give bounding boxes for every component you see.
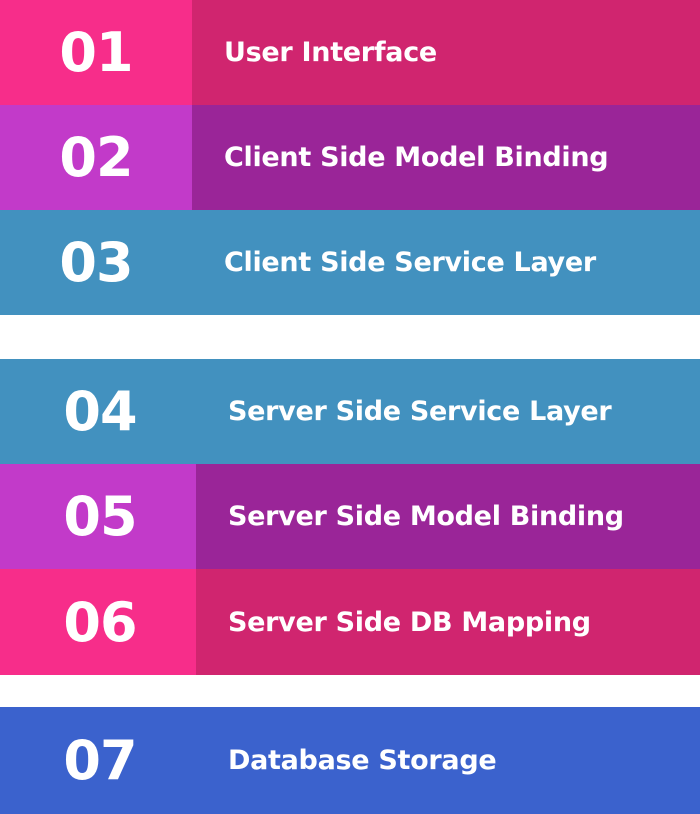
layer-label: Client Side Model Binding	[192, 105, 700, 210]
layer-label: Server Side Model Binding	[196, 464, 700, 569]
layer-row-3: 03 Client Side Service Layer	[0, 210, 700, 315]
layer-row-1: 01 User Interface	[0, 0, 700, 105]
layer-number: 05	[0, 464, 196, 569]
layer-number: 02	[0, 105, 192, 210]
layer-label: Database Storage	[196, 707, 700, 814]
layer-number: 04	[0, 359, 196, 464]
layer-number: 07	[0, 707, 196, 814]
layer-row-5: 05 Server Side Model Binding	[0, 464, 700, 569]
layer-label: Server Side DB Mapping	[196, 569, 700, 675]
layer-label: User Interface	[192, 0, 700, 105]
layer-number: 01	[0, 0, 192, 105]
layer-row-6: 06 Server Side DB Mapping	[0, 569, 700, 675]
layer-label: Server Side Service Layer	[196, 359, 700, 464]
layer-row-7: 07 Database Storage	[0, 707, 700, 814]
layer-row-4: 04 Server Side Service Layer	[0, 359, 700, 464]
layer-row-2: 02 Client Side Model Binding	[0, 105, 700, 210]
layer-number: 06	[0, 569, 196, 675]
layer-label: Client Side Service Layer	[192, 210, 700, 315]
layer-number: 03	[0, 210, 192, 315]
